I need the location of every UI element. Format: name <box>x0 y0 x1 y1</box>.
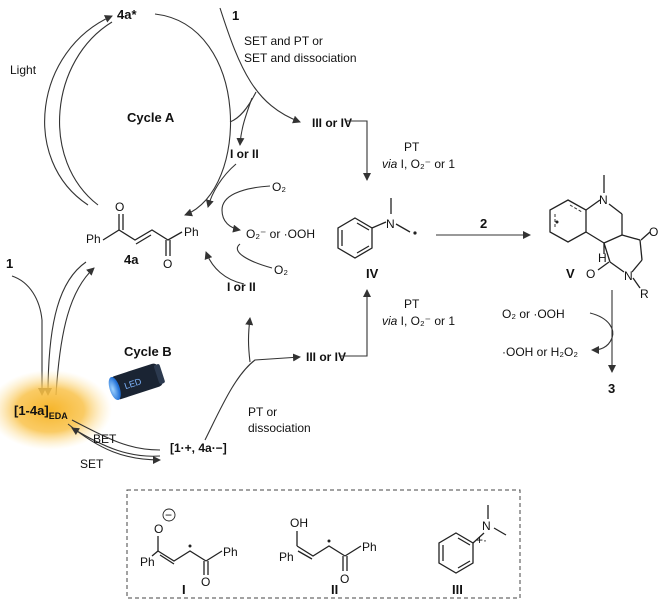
superoxide-label: O₂⁻ or ·OOH <box>246 227 315 241</box>
I-minus: − <box>165 508 172 522</box>
o2-or-ooh: O₂ or ·OOH <box>502 307 565 321</box>
4a-o-top: O <box>115 200 124 214</box>
II-ph2: Ph <box>362 540 377 554</box>
I-ph2: Ph <box>223 545 238 559</box>
radical-IV-structure: N IV <box>337 198 417 281</box>
II-oh: OH <box>290 516 308 530</box>
II-ph1: Ph <box>279 550 294 564</box>
bet-label: BET <box>93 432 117 446</box>
bet-line <box>71 419 161 451</box>
I-o-top: O <box>154 522 163 536</box>
cycle-a-return-arrow <box>154 13 231 217</box>
I-label: I <box>182 582 186 597</box>
bet-arrow <box>71 427 161 457</box>
V-o1: O <box>649 225 658 239</box>
I-o-bot: O <box>201 575 210 589</box>
to-IV-arrow-bottom <box>339 289 371 357</box>
V-r: R <box>640 287 649 301</box>
o2-top-arrow <box>221 185 271 233</box>
pt-top-label: PT <box>404 140 420 154</box>
4a-ph-right: Ph <box>184 225 199 239</box>
I-or-II-top: I or II <box>230 147 259 161</box>
V-h: H <box>598 251 607 265</box>
1-to-eda-arrow <box>11 275 46 396</box>
4a-ph-left: Ph <box>86 232 101 246</box>
light-arrow-outer <box>44 15 113 206</box>
o2-top: O₂ <box>272 180 286 194</box>
to-IorII-bottom-arrow <box>245 317 254 363</box>
eda-complex: [1-4a]EDA <box>14 403 68 421</box>
eda-glow <box>0 370 112 450</box>
IV-n: N <box>386 217 395 231</box>
via-top-label: via I, O₂⁻ or 1 <box>382 157 455 171</box>
compound-4a-structure: Ph O O Ph 4a <box>86 200 199 271</box>
V-o2: O <box>586 267 595 281</box>
product-V-structure: N H O O N R V <box>549 175 658 301</box>
to-IorII-arrow <box>236 97 253 146</box>
IorII-to-4a-arrow <box>205 163 237 208</box>
intermediate-II-structure: OH Ph O Ph II <box>279 516 377 597</box>
V-n-top: N <box>599 193 608 207</box>
V-n-ring: N <box>624 269 633 283</box>
set-pt-text-2: SET and dissociation <box>244 51 357 65</box>
excited-4a-label: 4a* <box>117 7 137 22</box>
set-arrow <box>67 423 161 464</box>
III-or-IV-top: III or IV <box>312 116 352 130</box>
reagent-2: 2 <box>480 216 487 231</box>
pt-dissociation-1: PT or <box>248 405 277 419</box>
pair-to-IIIorIV-arrow <box>204 353 301 441</box>
to-IV-arrow-top <box>345 120 371 181</box>
intermediate-I-structure: O − Ph O Ph I <box>140 508 238 597</box>
IorII-bottom-to-4a <box>204 251 245 285</box>
I-ph1: Ph <box>140 555 155 569</box>
set-pt-text-1: SET and PT or <box>244 34 323 48</box>
III-label: III <box>452 582 463 597</box>
II-o-bot: O <box>340 572 349 586</box>
set-label: SET <box>80 457 104 471</box>
cycle-b-label: Cycle B <box>124 344 172 359</box>
product-3: 3 <box>608 381 615 396</box>
intermediates-box <box>126 489 521 599</box>
via-bottom-label: via I, O₂⁻ or 1 <box>382 314 455 328</box>
IV-label: IV <box>366 266 379 281</box>
II-label: II <box>331 582 338 597</box>
ooh-or-h2o2: ·OOH or H₂O₂ <box>502 345 578 359</box>
4a-o-bottom: O <box>163 257 172 271</box>
o2-bottom: O₂ <box>274 263 288 277</box>
led-lamp-icon: LED <box>108 363 165 401</box>
light-label: Light <box>10 63 37 77</box>
III-n: N <box>482 519 491 533</box>
pt-bottom-label: PT <box>404 297 420 311</box>
oxidation-curve-arrow <box>589 312 614 354</box>
pt-dissociation-2: dissociation <box>248 421 311 435</box>
intermediate-III-structure: N +· III <box>438 505 507 597</box>
cycle-a-label: Cycle A <box>127 110 175 125</box>
substrate-1-left: 1 <box>6 256 13 271</box>
4a-label: 4a <box>124 252 139 267</box>
III-charge: +· <box>476 533 487 547</box>
set-pt-branch <box>229 91 257 123</box>
o2-bottom-curve <box>237 243 273 269</box>
set-pt-arrow <box>219 7 301 124</box>
radical-ion-pair: [1·+, 4a·−] <box>170 441 227 455</box>
substrate-1-top: 1 <box>232 8 239 23</box>
light-arrow-inner <box>59 21 113 206</box>
I-or-II-bottom: I or II <box>227 280 256 294</box>
V-label: V <box>566 266 575 281</box>
III-or-IV-bottom: III or IV <box>306 350 346 364</box>
